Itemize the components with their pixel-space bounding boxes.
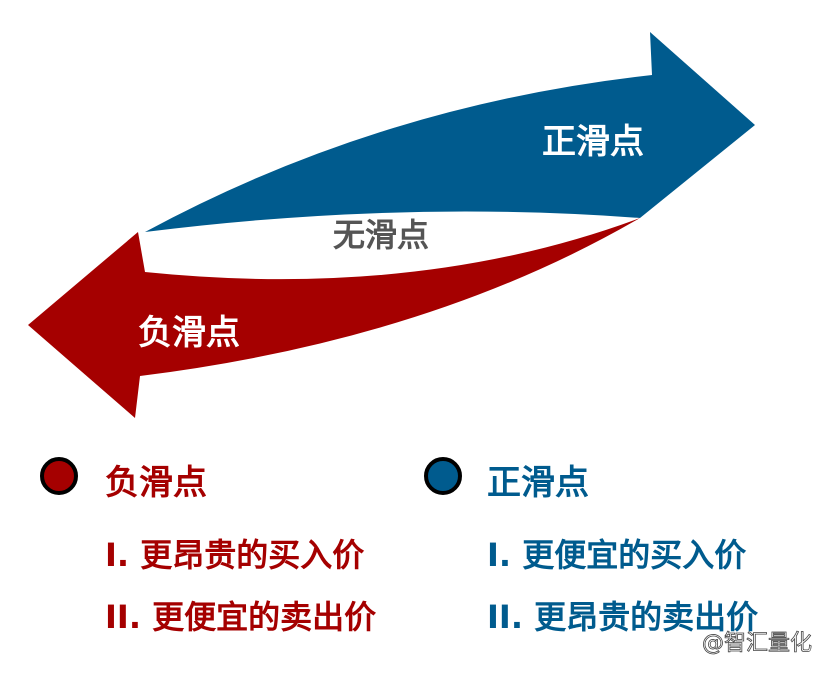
positive-slippage-arrow: [145, 32, 755, 232]
negative-arrow-label: 负滑点: [138, 313, 240, 353]
negative-legend-title: 负滑点: [105, 463, 207, 503]
negative-legend-item: I. 更昂贵的买入价: [105, 536, 365, 574]
positive-legend-dot: [424, 457, 462, 495]
positive-legend-title: 正滑点: [487, 463, 589, 503]
negative-legend-item: II. 更便宜的卖出价: [105, 598, 377, 636]
none-label: 无滑点: [333, 216, 430, 254]
negative-slippage-arrow: [28, 218, 640, 418]
positive-legend-item: II. 更昂贵的卖出价: [487, 598, 759, 636]
negative-legend-dot: [40, 457, 78, 495]
positive-legend-item: I. 更便宜的买入价: [487, 536, 747, 574]
positive-arrow-label: 正滑点: [542, 122, 644, 162]
watermark: @智汇量化: [702, 631, 813, 657]
